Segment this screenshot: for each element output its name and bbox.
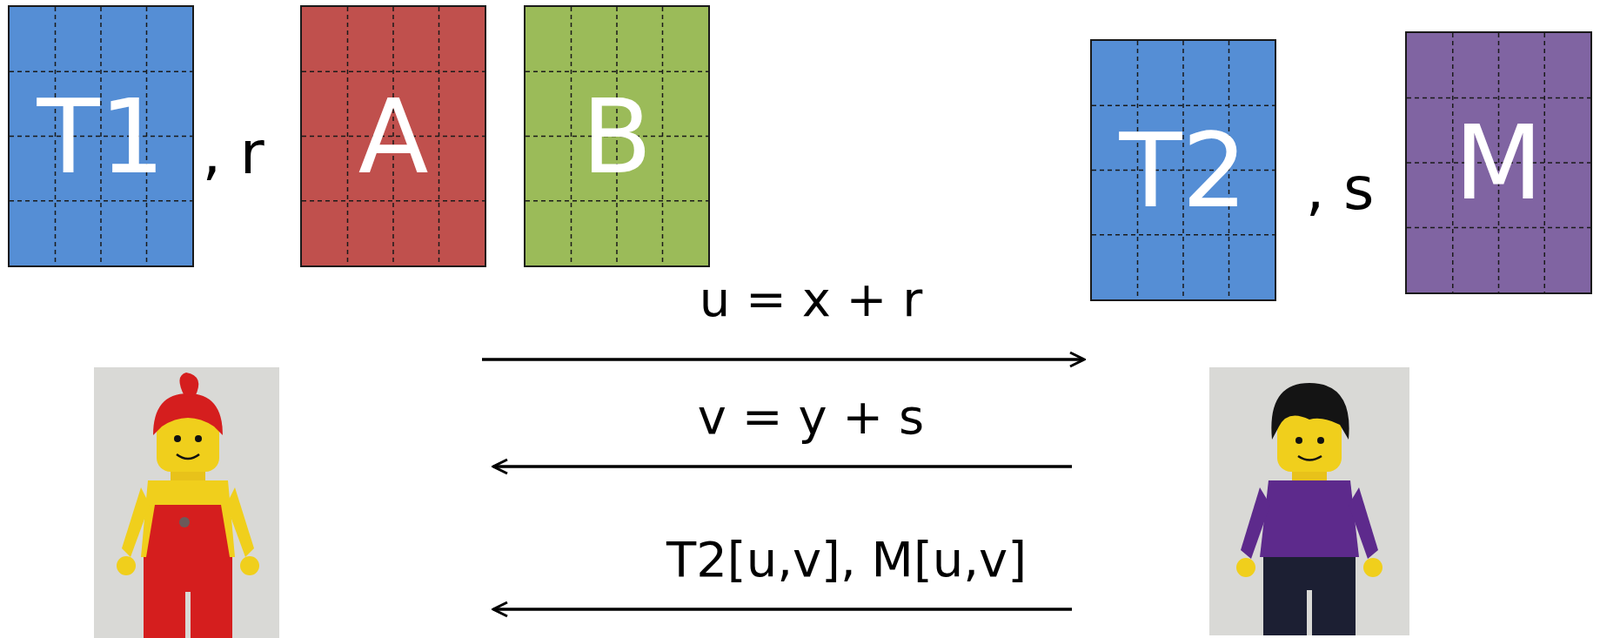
matrix-name: B <box>582 85 653 188</box>
key-label: , r <box>201 123 264 183</box>
grid-line <box>1452 33 1454 293</box>
alice-figure <box>93 367 280 638</box>
message-arrow <box>493 464 1072 469</box>
grid-line <box>9 71 193 74</box>
grid-line <box>570 6 573 266</box>
bob-figure <box>1209 367 1410 636</box>
matrix-name: T1 <box>36 85 165 188</box>
matrix-name: T2 <box>1118 119 1247 222</box>
message-label: v = y + s <box>697 392 925 442</box>
matrix-name: M <box>1454 111 1544 215</box>
matrix-box: T1 <box>7 5 195 268</box>
matrix-name: A <box>358 85 429 188</box>
grid-line <box>301 71 485 74</box>
matrix-box: T2 <box>1090 39 1277 302</box>
grid-line <box>9 200 193 202</box>
message-arrow <box>482 357 1085 362</box>
grid-line <box>1406 227 1591 229</box>
grid-line <box>1406 97 1591 100</box>
grid-line <box>347 6 349 266</box>
message-label: u = x + r <box>699 274 924 324</box>
grid-line <box>301 200 485 202</box>
matrix-box: B <box>523 5 710 268</box>
grid-line <box>1091 105 1275 108</box>
matrix-box: A <box>300 5 487 268</box>
key-label: , s <box>1305 159 1375 219</box>
grid-line <box>1091 234 1275 236</box>
grid-line <box>525 71 709 74</box>
message-arrow <box>493 607 1072 611</box>
matrix-box: M <box>1405 31 1593 295</box>
grid-line <box>525 200 709 202</box>
message-label: T2[u,v], M[u,v] <box>666 535 1027 584</box>
